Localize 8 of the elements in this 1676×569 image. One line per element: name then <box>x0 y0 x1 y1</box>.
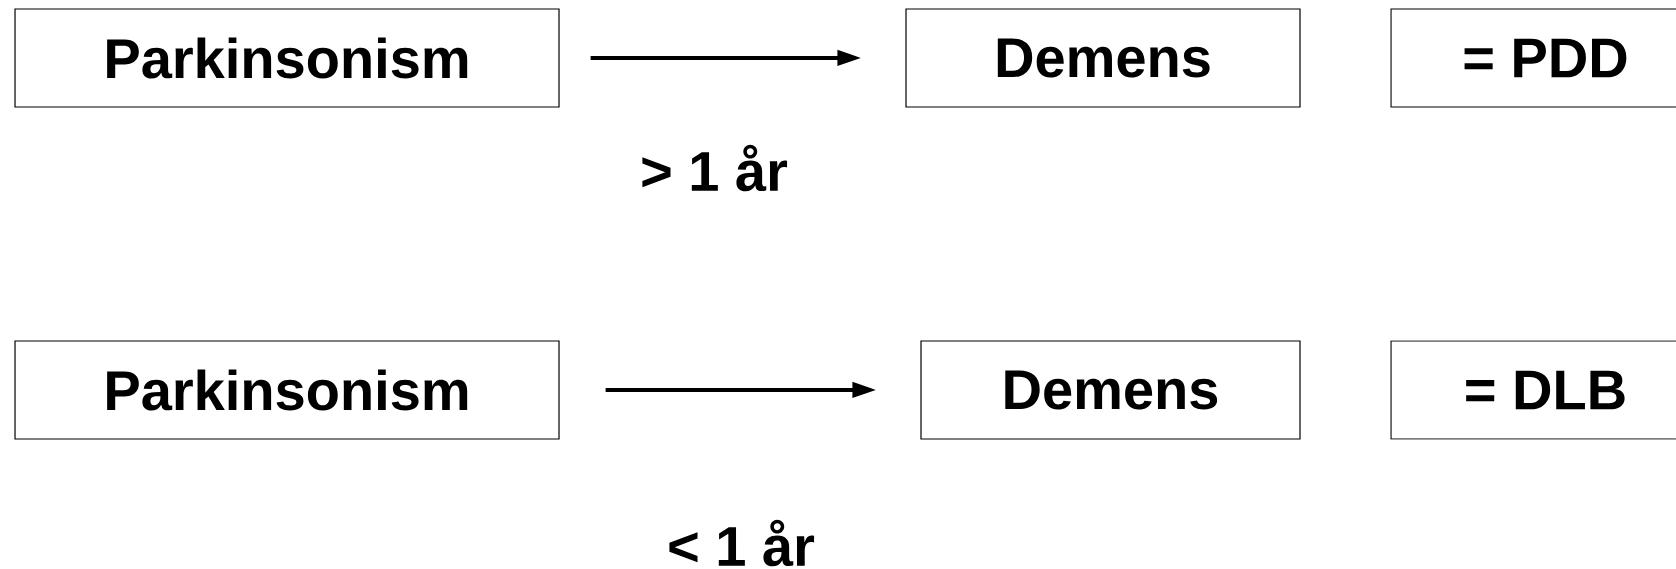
edge-label: > 1 år <box>642 144 788 192</box>
term-box: Parkinsonism <box>14 8 560 108</box>
term-box: = PDD <box>1390 8 1676 108</box>
term-box: Parkinsonism <box>14 340 560 440</box>
term-box: Demens <box>920 340 1301 440</box>
term-box: = DLB <box>1390 340 1676 440</box>
edge-label: < 1 år <box>669 519 815 567</box>
term-box: Demens <box>905 8 1301 108</box>
